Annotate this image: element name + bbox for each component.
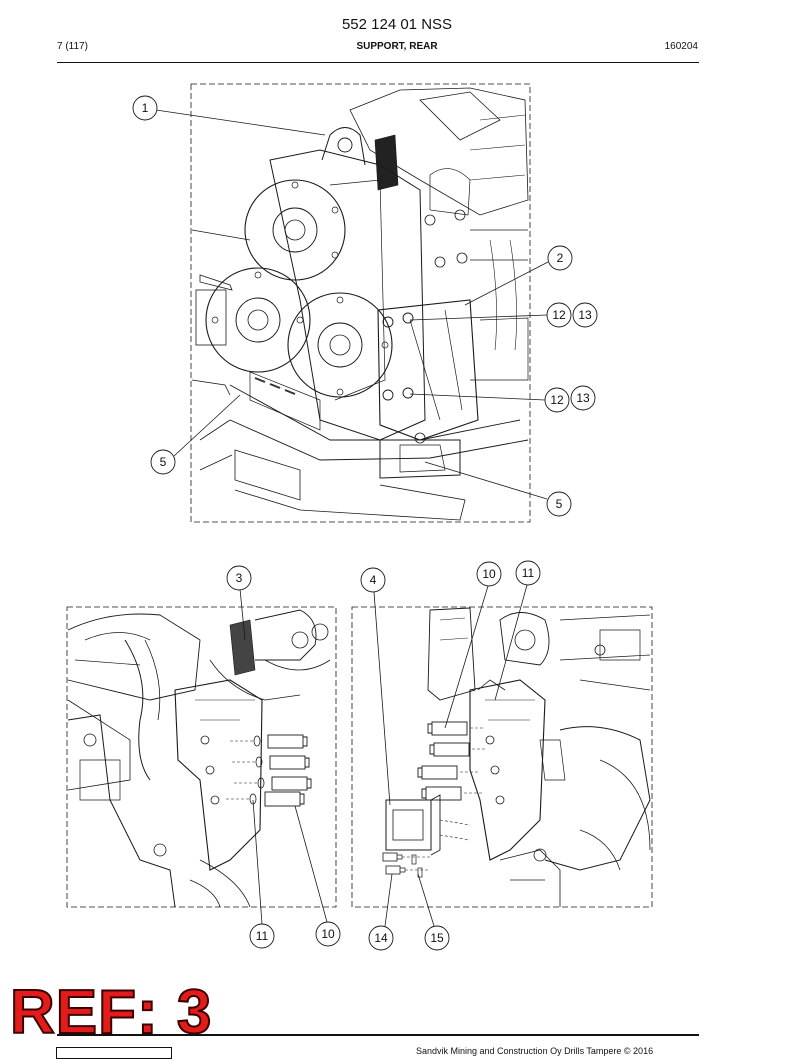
callout-10-left: 10 bbox=[321, 927, 335, 941]
header-divider bbox=[57, 62, 699, 63]
footer-divider bbox=[57, 1034, 699, 1036]
callout-2: 2 bbox=[557, 251, 564, 265]
callout-10-right: 10 bbox=[482, 567, 496, 581]
callout-1: 1 bbox=[142, 101, 149, 115]
company-logo bbox=[56, 1047, 172, 1059]
page-title: SUPPORT, REAR bbox=[356, 41, 438, 52]
callout-11-left: 11 bbox=[256, 929, 269, 943]
callout-12-upper: 12 bbox=[552, 308, 566, 322]
callout-13-upper: 13 bbox=[578, 308, 592, 322]
callout-11-right: 11 bbox=[522, 566, 535, 580]
bottom-left-leaders bbox=[239, 588, 328, 925]
bottom-right-callout-numbers: 4 10 11 14 15 bbox=[370, 566, 535, 945]
callout-12-lower: 12 bbox=[550, 393, 564, 407]
bottom-right-callout-circles bbox=[360, 560, 541, 951]
bottom-left-callout-circles bbox=[226, 565, 341, 949]
callout-14: 14 bbox=[374, 931, 388, 945]
bottom-left-callout-numbers: 3 11 10 bbox=[236, 571, 335, 943]
footer-copyright: Sandvik Mining and Construction Oy Drill… bbox=[416, 1046, 654, 1056]
callout-4: 4 bbox=[370, 573, 377, 587]
bottom-left-view-illustration bbox=[66, 606, 337, 908]
page-reference: 7 (117) bbox=[57, 41, 88, 52]
ref-stamp: REF: 3 bbox=[9, 978, 213, 1047]
document-number: 552 124 01 NSS bbox=[341, 16, 453, 33]
callout-5-left: 5 bbox=[160, 455, 167, 469]
callout-5-right: 5 bbox=[556, 497, 563, 511]
top-view-callout-circles bbox=[132, 95, 598, 517]
top-view-leaders bbox=[155, 109, 549, 500]
callout-3: 3 bbox=[236, 571, 243, 585]
page-date: 160204 bbox=[664, 41, 698, 52]
callout-15: 15 bbox=[430, 931, 444, 945]
bottom-right-leaders bbox=[373, 584, 528, 927]
callout-13-lower: 13 bbox=[576, 391, 590, 405]
top-view-callout-numbers: 1 2 12 13 12 13 5 5 bbox=[142, 101, 592, 511]
bottom-right-view-illustration bbox=[351, 606, 653, 908]
top-view-illustration bbox=[190, 83, 531, 523]
